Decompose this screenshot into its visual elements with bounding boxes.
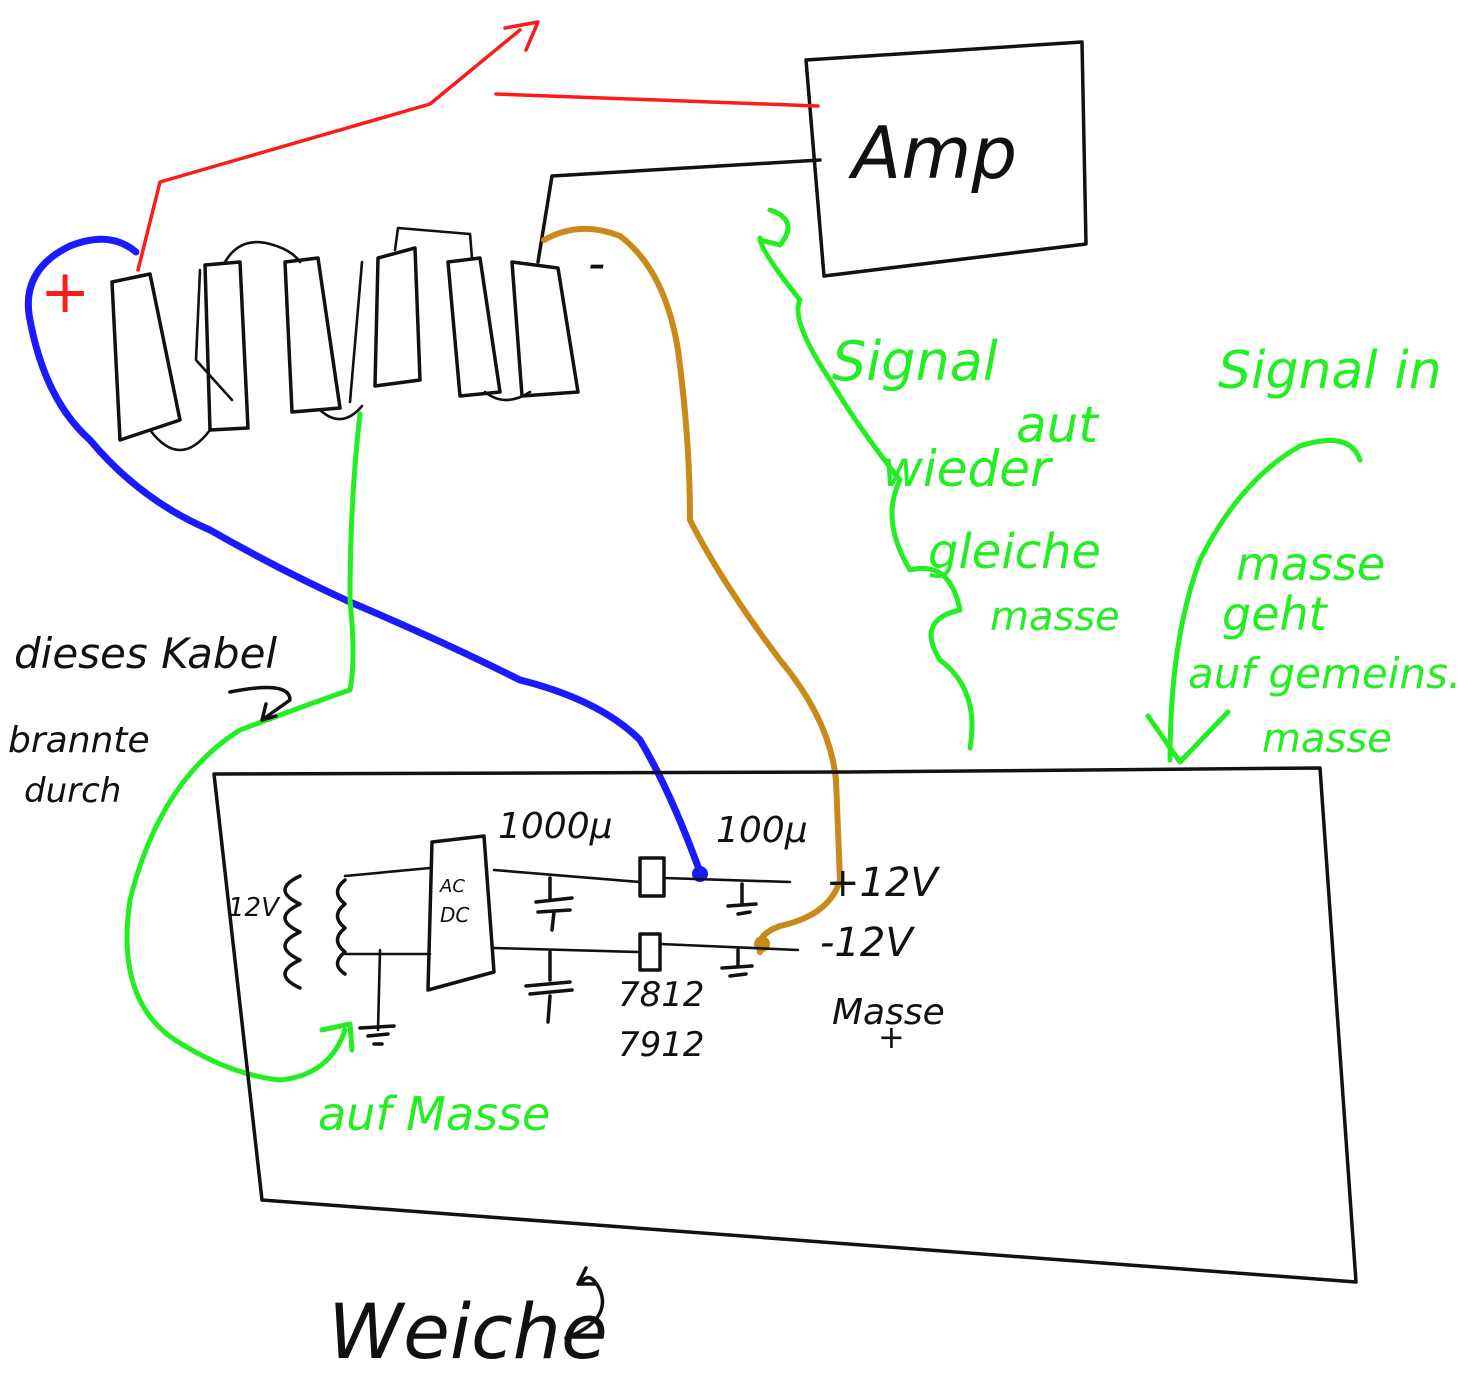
green-wire bbox=[124, 411, 363, 1083]
green-arrow-head bbox=[319, 1021, 355, 1053]
cell-link bbox=[318, 404, 364, 421]
transformer-voltage-label: 12V bbox=[228, 893, 281, 923]
signal-out-text-4: gleiche bbox=[928, 524, 1101, 580]
regulator-7812 bbox=[638, 856, 666, 898]
battery-cell bbox=[510, 260, 580, 398]
battery-pack bbox=[110, 226, 580, 452]
cell-link bbox=[223, 240, 302, 264]
reg-7912-label: 7912 bbox=[618, 1025, 705, 1065]
cell-link bbox=[348, 260, 364, 404]
masse-label: Masse bbox=[832, 992, 945, 1033]
signal-out-text-2: aut bbox=[1016, 396, 1100, 454]
v-pos-label: +12V bbox=[826, 860, 940, 906]
masse-text-1: masse bbox=[1236, 537, 1385, 591]
power-supply-circuit bbox=[283, 834, 800, 1046]
kabel-arrow bbox=[228, 685, 292, 722]
kabel-text-3: durch bbox=[24, 771, 121, 811]
acdc-label-dc: DC bbox=[440, 903, 469, 927]
wire bbox=[376, 948, 382, 1032]
battery-cell bbox=[203, 260, 250, 432]
reg-7812-label: 7812 bbox=[618, 975, 705, 1015]
weiche-board bbox=[212, 766, 1358, 1284]
amp-label: Amp bbox=[848, 111, 1017, 195]
cap-100-label: 100μ bbox=[716, 810, 808, 851]
signal-in-text: Signal in bbox=[1218, 341, 1442, 401]
masse-ground-mark: + bbox=[878, 1018, 905, 1056]
signal-out-text-5: masse bbox=[990, 594, 1120, 640]
wire-out-neg bbox=[658, 942, 800, 952]
kabel-text-2: brannte bbox=[8, 720, 150, 761]
wire bbox=[343, 866, 432, 878]
brown-wire bbox=[541, 225, 843, 955]
signal-out-arrow bbox=[757, 207, 791, 248]
battery-cell bbox=[446, 256, 502, 398]
wire-out-pos bbox=[662, 876, 792, 884]
signal-out-text-3: wieder bbox=[882, 440, 1054, 498]
battery-plus-label: + bbox=[40, 257, 90, 327]
regulator-7912 bbox=[638, 932, 662, 972]
cap-100-neg bbox=[720, 948, 754, 978]
battery-cell bbox=[373, 246, 422, 388]
amp-box bbox=[804, 40, 1088, 278]
wire-pos bbox=[492, 868, 642, 884]
cell-link bbox=[483, 390, 532, 402]
masse-text-3: auf gemeins. bbox=[1188, 649, 1461, 698]
signal-out-line bbox=[757, 235, 975, 751]
cap-1000-neg bbox=[524, 950, 574, 1024]
auf-masse-text: auf Masse bbox=[318, 1087, 550, 1141]
v-neg-label: -12V bbox=[820, 920, 915, 966]
cap-1000-label: 1000μ bbox=[498, 806, 613, 847]
cell-link bbox=[194, 268, 234, 402]
battery-minus-label: - bbox=[588, 236, 605, 292]
wire-neg bbox=[492, 946, 642, 954]
red-wire-amp bbox=[494, 92, 820, 108]
red-wire bbox=[136, 28, 522, 272]
black-wire bbox=[536, 158, 822, 264]
blue-wire bbox=[24, 235, 704, 876]
red-arrow-head bbox=[503, 20, 540, 52]
battery-cell bbox=[283, 256, 342, 414]
masse-text-2: geht bbox=[1222, 587, 1329, 641]
cap-100-pos bbox=[726, 882, 758, 916]
ground-symbol bbox=[358, 1024, 396, 1046]
masse-text-4: masse bbox=[1262, 716, 1392, 762]
signal-out-text-1: Signal bbox=[832, 330, 998, 393]
kabel-text-1: dieses Kabel bbox=[14, 629, 277, 678]
battery-cell bbox=[110, 272, 182, 442]
signal-in-arrow bbox=[1145, 709, 1231, 765]
cell-link bbox=[148, 428, 212, 452]
weiche-label: Weiche bbox=[328, 1287, 608, 1376]
acdc-block bbox=[426, 834, 496, 992]
acdc-label-ac: AC bbox=[439, 876, 465, 897]
weiche-arrow bbox=[564, 1266, 605, 1340]
cap-1000-pos bbox=[534, 876, 574, 932]
signal-in-line bbox=[1167, 437, 1363, 763]
transformer-coil bbox=[283, 874, 302, 990]
transformer-coil-secondary bbox=[335, 878, 347, 976]
cell-link bbox=[393, 226, 474, 260]
